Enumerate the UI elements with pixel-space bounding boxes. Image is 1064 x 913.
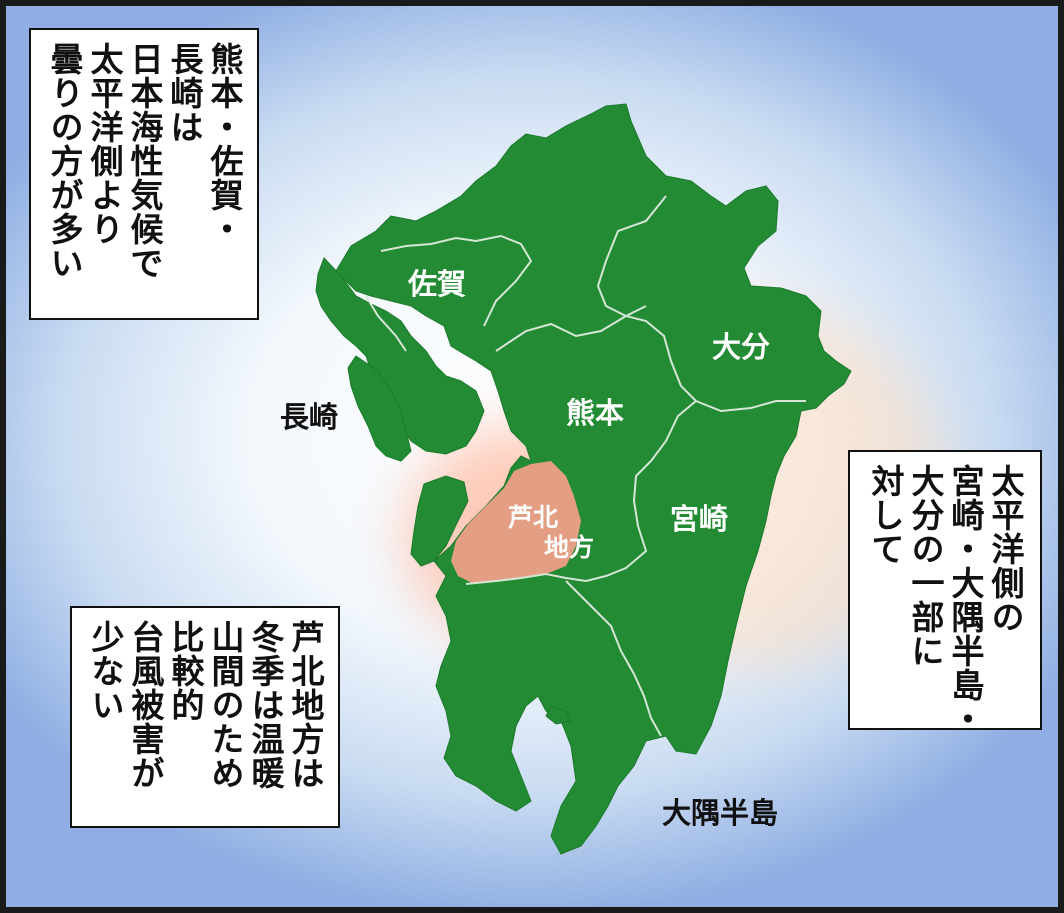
note-bottom-left-line-2: 冬季は温暖 (246, 620, 285, 790)
note-right-line-2: 宮崎・大隅半島・ (946, 464, 985, 736)
label-kumamoto: 熊本 (566, 396, 625, 430)
label-ashikita-line1: 芦北 (508, 503, 559, 532)
note-right: 太平洋側の 宮崎・大隅半島・ 大分の一部に 対して (848, 450, 1042, 736)
note-right-line-3: 大分の一部に (906, 464, 945, 668)
note-top-left-line-4: 太平洋側より (85, 42, 124, 246)
kyushu-landmass (315, 103, 852, 855)
kyushu-main-island (335, 103, 852, 855)
border-kumamoto-kagoshima (465, 572, 587, 585)
prefecture-borders (365, 195, 806, 737)
amakusa-islands (410, 475, 469, 567)
note-bottom-left-line-1: 芦北地方は (286, 620, 325, 790)
note-top-left-line-3: 日本海性気候で (125, 42, 164, 280)
label-ashikita-line2: 地方 (544, 533, 595, 562)
border-miyazaki-kagoshima (565, 580, 662, 737)
label-nagasaki: 長崎 (280, 400, 339, 434)
nagasaki-south-arm (347, 355, 412, 462)
note-top-left-line-1: 熊本・佐賀・ (205, 42, 244, 246)
note-top-left: 熊本・佐賀・ 長崎は 日本海性気候で 太平洋側より 曇りの方が多い (29, 28, 259, 320)
note-bottom-left: 芦北地方は 冬季は温暖 山間のため 比較的 台風被害が 少ない (70, 606, 340, 828)
note-right-line-4: 対して (866, 464, 905, 566)
ashikita-region (451, 461, 581, 584)
goto-islet (545, 705, 572, 725)
border-saga-nagasaki (365, 295, 407, 352)
note-top-left-line-2: 長崎は (165, 42, 204, 144)
note-bottom-left-line-5: 台風被害が (126, 620, 165, 790)
label-oita: 大分 (712, 330, 771, 364)
note-bottom-left-line-3: 山間のため (206, 620, 245, 790)
kyushu-map (315, 103, 852, 855)
border-kumamoto-oita (625, 315, 806, 413)
border-kumamoto-miyazaki (585, 400, 697, 582)
label-miyazaki: 宮崎 (670, 502, 729, 536)
border-saga-fukuoka (380, 234, 533, 327)
label-osumi: 大隅半島 (662, 796, 779, 830)
note-bottom-left-line-4: 比較的 (166, 620, 205, 722)
label-saga: 佐賀 (408, 267, 467, 301)
border-fukuoka-oita (596, 195, 667, 317)
nagasaki-peninsula (315, 257, 485, 455)
note-top-left-line-5: 曇りの方が多い (45, 42, 84, 280)
note-right-line-1: 太平洋側の (986, 464, 1025, 634)
note-bottom-left-line-6: 少ない (86, 620, 125, 722)
